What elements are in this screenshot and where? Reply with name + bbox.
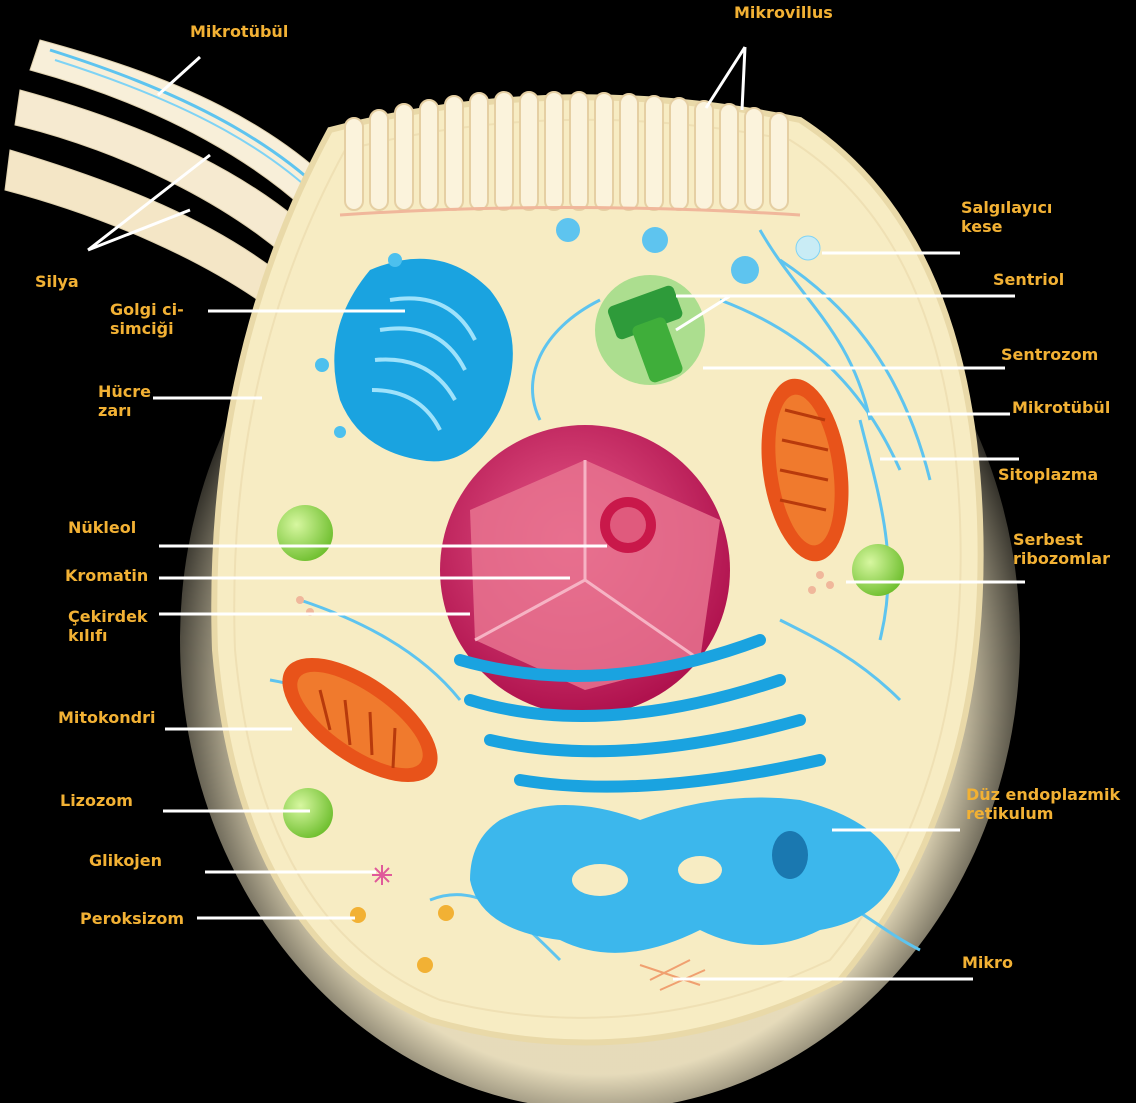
- centrosome: [595, 275, 705, 385]
- label-lizozom: Lizozom: [60, 791, 133, 810]
- label-sentriol: Sentriol: [993, 270, 1064, 289]
- label-kromatin: Kromatin: [65, 566, 148, 585]
- label-mikrotubul-top: Mikrotübül: [190, 22, 288, 41]
- label-glikojen: Glikojen: [89, 851, 162, 870]
- label-mitokondri: Mitokondri: [58, 708, 155, 727]
- label-mikrotubul-right: Mikrotübül: [1012, 398, 1110, 417]
- label-hucre-zari: Hücre zarı: [98, 382, 151, 420]
- label-mikrovillus: Mikrovillus: [734, 3, 833, 22]
- label-peroksizom: Peroksizom: [80, 909, 184, 928]
- label-mikro: Mikro: [962, 953, 1013, 972]
- label-sentrozom: Sentrozom: [1001, 345, 1098, 364]
- label-golgi: Golgi ci- simciği: [110, 300, 184, 338]
- label-cekirdek-kilifi: Çekirdek kılıfı: [68, 607, 148, 645]
- label-duz-er: Düz endoplazmik retikulum: [966, 785, 1120, 823]
- label-salgilayici-kese: Salgılayıcı kese: [961, 198, 1052, 236]
- label-sitoplazma: Sitoplazma: [998, 465, 1098, 484]
- label-nukleol: Nükleol: [68, 518, 136, 537]
- glycogen: [372, 865, 392, 885]
- label-serbest-ribozomlar: Serbest ribozomlar: [1013, 530, 1110, 568]
- label-silya: Silya: [35, 272, 79, 291]
